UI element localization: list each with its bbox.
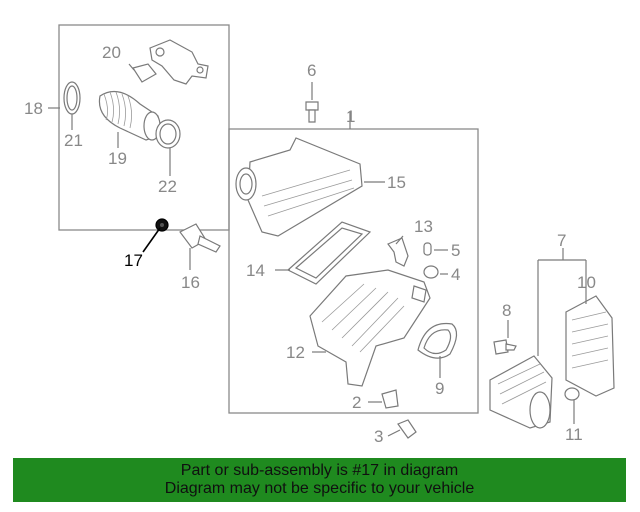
- notice-line-2: Diagram may not be specific to your vehi…: [164, 480, 475, 497]
- part-14-filter: [286, 221, 372, 285]
- part-3-bolt: [397, 419, 417, 439]
- callout-21: 21: [64, 131, 83, 150]
- callout-13: 13: [414, 217, 433, 236]
- notice-line-1: Part or sub-assembly is #17 in diagram: [180, 462, 459, 479]
- callout-20: 20: [102, 43, 121, 62]
- callout-18: 18: [24, 99, 43, 118]
- callout-4: 4: [451, 265, 460, 284]
- notice-banner: Part or sub-assembly is #17 in diagram D…: [13, 458, 626, 502]
- part-20-bracket: [132, 39, 209, 85]
- part-5-grommet: [423, 242, 432, 256]
- callout-6: 6: [307, 61, 316, 80]
- inset-box: [58, 24, 230, 231]
- callout-22: 22: [158, 177, 177, 196]
- part-8-bolt: [493, 339, 517, 355]
- callout-10: 10: [577, 273, 596, 292]
- part-9-seal: [417, 322, 458, 359]
- callout-5: 5: [451, 241, 460, 260]
- part-7-duct: [489, 355, 553, 429]
- callout-1: 1: [346, 107, 355, 126]
- callout-11: 11: [565, 425, 583, 444]
- callout-17: 17: [124, 251, 143, 270]
- part-16-sensor: [179, 223, 221, 253]
- part-22-clamp: [155, 119, 181, 149]
- part-10-resonator: [565, 295, 615, 397]
- callout-16: 16: [181, 273, 200, 292]
- part-19-duct: [98, 90, 161, 141]
- part-17-clip: [155, 218, 169, 232]
- callout-2: 2: [352, 393, 361, 412]
- callout-12: 12: [286, 343, 305, 362]
- part-2-bracket: [381, 389, 399, 409]
- callout-15: 15: [387, 173, 406, 192]
- leader-lines: [48, 63, 587, 437]
- part-11-grommet: [564, 387, 580, 401]
- callout-14: 14: [246, 261, 265, 280]
- assembly-box: [228, 128, 479, 414]
- part-15-cover: [235, 137, 363, 237]
- callout-8: 8: [502, 301, 511, 320]
- part-21-clamp: [63, 81, 81, 115]
- part-4-cap: [423, 265, 439, 279]
- callout-3: 3: [374, 427, 383, 446]
- callout-9: 9: [435, 379, 444, 398]
- callout-7: 7: [557, 231, 566, 250]
- part-6-bolt: [305, 101, 319, 123]
- part-12-housing: [309, 269, 431, 387]
- callout-19: 19: [108, 149, 127, 168]
